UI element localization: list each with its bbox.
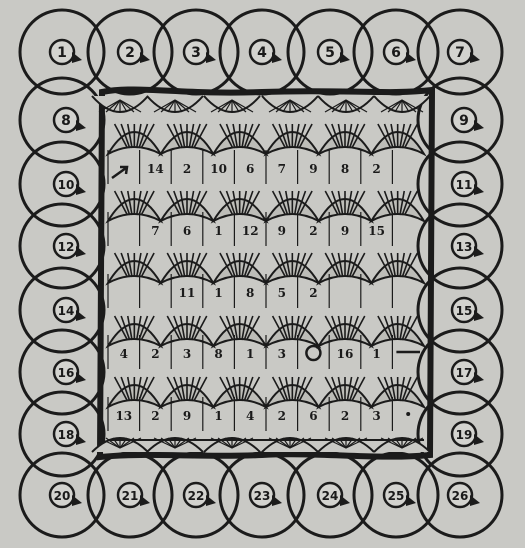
border-number: 10: [58, 178, 75, 192]
border-number: 8: [61, 113, 71, 129]
grid-cell-number: 11: [179, 286, 196, 300]
grid-cell-number: 2: [372, 162, 380, 176]
grid-cell-number: 8: [341, 162, 349, 176]
grid-cell-number: 9: [278, 224, 286, 238]
grid-cell-number: 1: [214, 286, 222, 300]
grid-cell-number: 6: [183, 224, 191, 238]
grid-cell-number: 3: [278, 347, 286, 361]
grid-cell-number: 15: [368, 224, 385, 238]
grid-cell-number: 9: [309, 162, 317, 176]
border-number: 19: [456, 428, 473, 442]
grid-cell-number: 5: [278, 286, 286, 300]
border-number: 13: [456, 240, 473, 254]
grid-cell-number: 1: [214, 409, 222, 423]
grid-cell-number: 6: [309, 409, 317, 423]
grid-cell-number: 4: [246, 409, 254, 423]
border-number: 5: [325, 45, 335, 61]
grid-cell-number: 8: [246, 286, 254, 300]
grid-cell-number: 13: [115, 409, 132, 423]
grid-cell-number: 2: [151, 347, 159, 361]
border-number: 6: [391, 45, 401, 61]
grid-cell-number: 9: [341, 224, 349, 238]
grid-cell-number: 7: [151, 224, 159, 238]
border-number: 3: [191, 45, 201, 61]
border-number: 7: [455, 45, 465, 61]
grid-cell-number: 14: [147, 162, 164, 176]
border-number: 1: [57, 45, 67, 61]
border-number: 16: [58, 366, 75, 380]
border-number: 4: [257, 45, 267, 61]
border-number: 26: [452, 489, 469, 503]
grid-cell-number: 10: [210, 162, 227, 176]
border-number: 12: [58, 240, 75, 254]
border-number: 20: [54, 489, 71, 503]
grid-cell-number: 2: [278, 409, 286, 423]
border-number: 11: [456, 178, 473, 192]
border-number: 24: [322, 489, 339, 503]
grid-cell-number: 1: [372, 347, 380, 361]
grid-cell-number: 2: [309, 224, 317, 238]
grid-cell-number: 2: [341, 409, 349, 423]
grid-cell-number: 16: [337, 347, 354, 361]
grid-cell-number: 6: [246, 162, 254, 176]
grid-cell-number: 4: [120, 347, 128, 361]
grid-cell-number: 2: [309, 286, 317, 300]
grid-cell-number: 12: [242, 224, 259, 238]
grid-cell-number: 1: [214, 224, 222, 238]
border-number: 21: [122, 489, 139, 503]
grid-cell-number: 3: [372, 409, 380, 423]
border-number: 25: [388, 489, 405, 503]
border-number: 23: [254, 489, 271, 503]
grid-cell-number: 3: [183, 347, 191, 361]
border-number: 2: [125, 45, 135, 61]
grid-cell-number: 9: [183, 409, 191, 423]
grid-cell-number: 2: [183, 162, 191, 176]
dot-icon: [406, 412, 410, 416]
grid-cell-number: 2: [151, 409, 159, 423]
border-number: 14: [58, 304, 75, 318]
grid-cell-number: 7: [278, 162, 286, 176]
border-number: 18: [58, 428, 75, 442]
grid-cell-number: 8: [214, 347, 222, 361]
border-number: 15: [456, 304, 473, 318]
border-number: 17: [456, 366, 473, 380]
border-number: 9: [459, 113, 469, 129]
grid-cell-number: 1: [246, 347, 254, 361]
border-number: 22: [188, 489, 205, 503]
